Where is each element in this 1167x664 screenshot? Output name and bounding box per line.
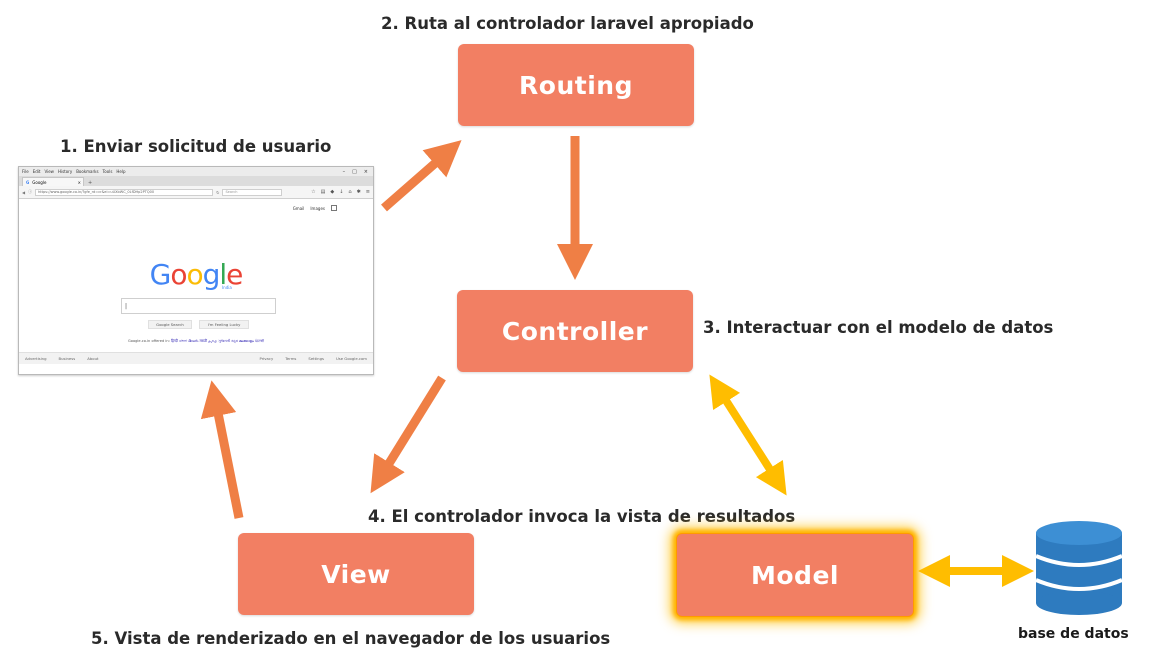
info-icon[interactable]: ⓘ [28, 189, 33, 194]
menu-bookmarks[interactable]: Bookmarks [76, 169, 99, 174]
extension-icon[interactable]: ✱ [356, 189, 361, 195]
menu-edit[interactable]: Edit [32, 169, 41, 174]
browser-content: Gmail Images Google India | Google Searc… [19, 199, 373, 352]
home-icon[interactable]: ⌂ [348, 189, 352, 195]
browser-menubar: File Edit View History Bookmarks Tools H… [19, 167, 373, 176]
browser-navbar: ◀ ⓘ https://www.google.co.in/?gfe_rd=cr&… [19, 186, 373, 199]
offered-languages[interactable]: हिन्दी বাংলা తెలుగు मराठी தமிழ் ગુજરાતી … [171, 339, 265, 343]
step-3-label: 3. Interactuar con el modelo de datos [703, 318, 1054, 337]
browser-toolbar-icons: ☆ ▤ ◆ ↓ ⌂ ✱ ≡ [311, 189, 370, 195]
arrow-browser-to-routing [381, 140, 462, 212]
gmail-link[interactable]: Gmail [292, 206, 305, 211]
reload-icon[interactable]: ↻ [216, 189, 220, 195]
tab-label: Google [32, 179, 47, 185]
url-field[interactable]: https://www.google.co.in/?gfe_rd=cr&ei=u… [35, 188, 214, 196]
browser-screenshot: File Edit View History Bookmarks Tools H… [18, 166, 374, 375]
footer-use-google[interactable]: Use Google.com [335, 356, 367, 361]
browser-search-field[interactable]: Search [222, 188, 283, 196]
offered-prefix: Google.co.in offered in: [127, 339, 170, 343]
google-logo-sub: India [222, 285, 232, 290]
footer-business[interactable]: Business [58, 356, 76, 361]
offered-in-line: Google.co.in offered in: हिन्दी বাংলা తె… [19, 338, 373, 345]
arrow-view-to-browser [200, 380, 244, 519]
google-footer: Advertising Business About Privacy Terms… [19, 352, 373, 364]
routing-box: Routing [458, 44, 694, 126]
google-top-links: Gmail Images [293, 206, 325, 211]
footer-advertising[interactable]: Advertising [25, 356, 47, 361]
model-box: Model [676, 533, 914, 617]
star-icon[interactable]: ☆ [311, 189, 316, 195]
step-2-label: 2. Ruta al controlador laravel apropiado [381, 14, 754, 33]
google-logo: Google [149, 258, 244, 291]
menu-tools[interactable]: Tools [102, 169, 113, 174]
images-link[interactable]: Images [310, 206, 325, 211]
apps-grid-icon[interactable] [331, 205, 337, 211]
menu-history[interactable]: History [57, 169, 73, 174]
google-search-input[interactable]: | [121, 298, 276, 314]
maximize-icon[interactable]: □ [352, 168, 357, 175]
arrow-controller-to-view [370, 375, 446, 494]
close-window-icon[interactable]: × [363, 168, 368, 175]
menu-file[interactable]: File [22, 169, 29, 174]
database-icon [1035, 521, 1123, 615]
browser-tabbar: G Google × + [19, 176, 373, 186]
footer-privacy[interactable]: Privacy [259, 356, 274, 361]
google-favicon-icon: G [26, 179, 30, 185]
step-1-label: 1. Enviar solicitud de usuario [60, 137, 332, 156]
menu-icon[interactable]: ≡ [365, 189, 370, 195]
shield-icon[interactable]: ◆ [330, 189, 335, 195]
arrow-controller-model [709, 374, 787, 496]
database-label: base de datos [1018, 626, 1129, 642]
download-icon[interactable]: ↓ [339, 189, 344, 195]
browser-tab[interactable]: G Google × [22, 177, 84, 186]
back-icon[interactable]: ◀ [22, 189, 26, 195]
menu-view[interactable]: View [44, 169, 54, 174]
view-box: View [238, 533, 474, 615]
reading-list-icon[interactable]: ▤ [320, 189, 326, 195]
google-search-button[interactable]: Google Search [148, 320, 192, 329]
step-5-label: 5. Vista de renderizado en el navegador … [91, 629, 611, 648]
tab-close-icon[interactable]: × [77, 179, 81, 185]
footer-terms[interactable]: Terms [285, 356, 297, 361]
step-4-label: 4. El controlador invoca la vista de res… [368, 507, 796, 526]
new-tab-icon[interactable]: + [88, 180, 93, 186]
footer-about[interactable]: About [87, 356, 99, 361]
minimize-icon[interactable]: – [342, 168, 346, 175]
feeling-lucky-button[interactable]: I'm Feeling Lucky [199, 320, 249, 329]
footer-settings[interactable]: Settings [308, 356, 324, 361]
controller-box: Controller [457, 290, 693, 372]
menu-help[interactable]: Help [116, 169, 126, 174]
